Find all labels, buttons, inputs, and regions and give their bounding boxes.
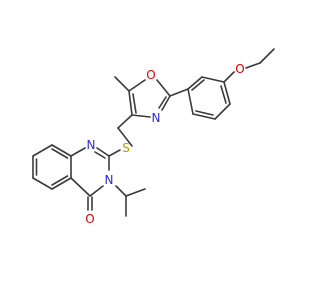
- bond: [132, 93, 137, 114]
- bond: [158, 96, 167, 109]
- molecule-structure: N N O S O N O: [32, 48, 275, 226]
- bond: [117, 114, 133, 129]
- bond: [51, 177, 72, 190]
- bond: [108, 149, 121, 157]
- molecule-diagram: N N O S O N O: [32, 48, 275, 226]
- bond: [192, 113, 216, 120]
- bond: [156, 79, 171, 97]
- bonds: [32, 48, 275, 217]
- bond: [214, 103, 231, 120]
- nitrogen-atom-n3: N: [105, 173, 114, 187]
- bond: [187, 76, 203, 90]
- bond: [195, 110, 214, 116]
- bond: [117, 127, 133, 147]
- bond: [89, 185, 104, 197]
- bond: [96, 147, 110, 157]
- bond: [114, 76, 130, 92]
- bond: [32, 144, 53, 157]
- bond: [191, 79, 205, 91]
- bond: [169, 88, 189, 97]
- bond: [51, 175, 69, 186]
- bond: [223, 71, 235, 83]
- bond: [115, 185, 127, 197]
- oxygen-atom-oxazole: O: [146, 68, 155, 82]
- nitrogen-atom-oxazole: N: [152, 111, 161, 125]
- bond: [161, 95, 171, 111]
- bond: [223, 81, 231, 105]
- atom-labels: N N O S O N O: [85, 62, 244, 226]
- bond: [51, 144, 72, 157]
- bond: [70, 147, 86, 157]
- nitrogen-atom-n1: N: [87, 138, 96, 152]
- sulfur-atom: S: [122, 141, 130, 155]
- bond: [128, 79, 146, 92]
- oxygen-atom-carbonyl: O: [85, 212, 94, 226]
- bond: [201, 76, 225, 83]
- bond: [51, 148, 69, 159]
- bond: [128, 90, 133, 116]
- bond: [125, 188, 146, 197]
- bond: [32, 177, 53, 190]
- bond: [259, 48, 275, 64]
- oxygen-atom-ether: O: [235, 62, 244, 76]
- bond: [187, 88, 194, 115]
- bond: [70, 177, 91, 197]
- bond: [245, 62, 261, 69]
- bond: [94, 151, 106, 159]
- bond: [131, 114, 151, 118]
- bond: [220, 85, 227, 104]
